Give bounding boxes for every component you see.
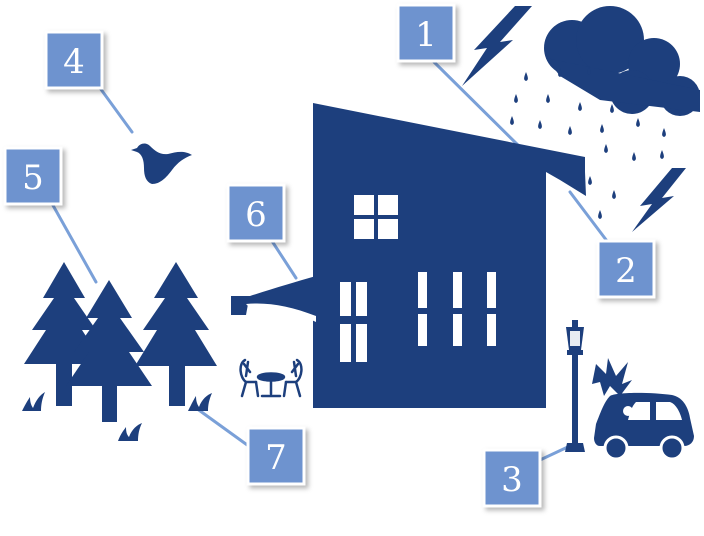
house-body — [313, 103, 585, 408]
crash-burst-icon — [592, 358, 632, 396]
cloud-icon — [544, 6, 700, 116]
label-1-text: 1 — [415, 15, 437, 55]
house-icon — [313, 103, 586, 408]
label-4-text: 4 — [63, 42, 85, 82]
label-2: 2 — [596, 239, 656, 299]
awning-icon — [231, 276, 316, 322]
label-3-text: 3 — [501, 460, 523, 500]
label-1: 1 — [396, 3, 456, 63]
lower-right-windows — [418, 272, 496, 346]
label-2-text: 2 — [615, 251, 637, 291]
leader-line-1 — [432, 60, 532, 159]
rain-icon — [510, 66, 666, 219]
car-icon — [594, 392, 694, 461]
upper-window — [354, 195, 398, 239]
leader-lines — [48, 60, 612, 462]
chair-icon-2 — [282, 358, 303, 398]
roof-gutter — [546, 172, 586, 196]
street-lamp-icon — [565, 320, 585, 452]
lightning-icon-2 — [632, 168, 686, 232]
lightning-icon — [462, 6, 532, 86]
label-3: 3 — [482, 448, 542, 508]
bird-icon — [131, 143, 192, 184]
tree-icon-2 — [66, 280, 152, 422]
label-6: 6 — [226, 183, 286, 243]
label-6-text: 6 — [245, 195, 267, 235]
label-5-text: 5 — [22, 158, 44, 198]
leader-line-4 — [98, 86, 134, 134]
grass-icon — [22, 392, 212, 441]
lower-left-window — [340, 282, 367, 362]
label-4: 4 — [44, 30, 104, 90]
leader-line-5 — [48, 198, 98, 284]
patio-table-icon — [256, 372, 286, 398]
leader-line-7 — [194, 406, 252, 449]
trees — [24, 262, 217, 422]
tree-icon-3 — [135, 262, 217, 406]
label-5: 5 — [3, 146, 63, 206]
leader-line-6 — [268, 236, 298, 280]
leader-line-2 — [568, 190, 612, 247]
label-7: 7 — [246, 426, 306, 486]
label-7-text: 7 — [265, 438, 287, 478]
chair-icon — [239, 358, 260, 398]
